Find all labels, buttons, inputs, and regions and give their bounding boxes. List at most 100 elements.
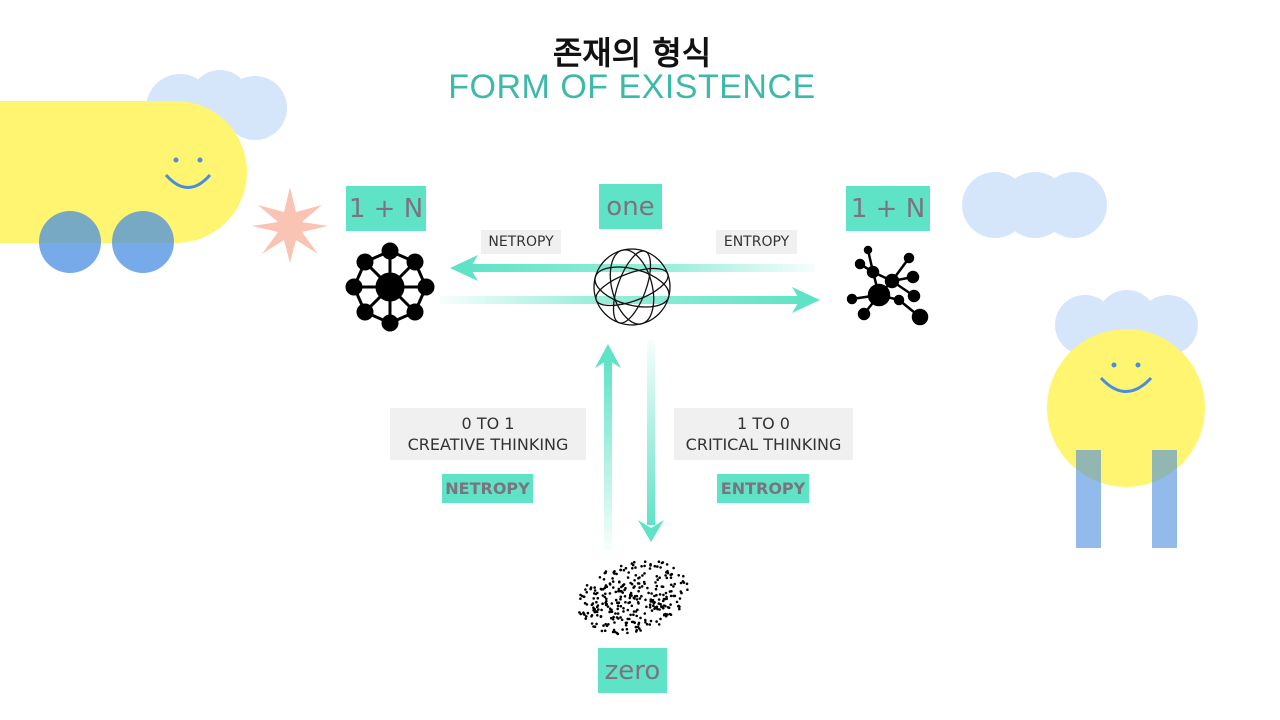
dot: [601, 602, 604, 605]
dot: [652, 604, 655, 608]
dot: [605, 597, 608, 601]
dot: [634, 574, 638, 577]
left-yellow-character: [0, 101, 247, 243]
dot: [613, 621, 616, 624]
right-wheel: [112, 211, 174, 273]
dot: [682, 574, 685, 578]
dot: [616, 607, 619, 611]
dot: [637, 621, 641, 625]
dot: [654, 606, 657, 609]
dot: [585, 615, 588, 618]
netropy-arrow-label: NETROPY: [481, 230, 561, 254]
dot: [648, 606, 652, 609]
dot: [646, 586, 649, 590]
dot: [608, 610, 612, 613]
dot: [578, 611, 581, 614]
dot: [677, 604, 680, 608]
dot: [615, 572, 618, 576]
dot: [637, 582, 641, 585]
left-node-label: 1 + N: [346, 186, 426, 231]
dot: [669, 603, 672, 606]
dot: [655, 584, 659, 588]
dot: [631, 567, 634, 570]
dot: [593, 625, 597, 628]
dot: [610, 616, 613, 620]
entropy-arrow: [440, 287, 820, 313]
dot: [586, 611, 590, 615]
dot: [604, 601, 607, 605]
dot: [579, 593, 582, 597]
dot: [686, 588, 689, 591]
dot: [677, 574, 680, 577]
dot: [603, 629, 607, 632]
dot: [606, 605, 610, 608]
dot: [611, 630, 615, 634]
dot: [675, 600, 679, 604]
entropy-tag: ENTROPY: [717, 474, 809, 503]
dot: [595, 622, 598, 626]
dot: [672, 566, 675, 570]
dot: [633, 585, 636, 588]
dot: [658, 608, 661, 611]
dot: [608, 582, 612, 585]
dot: [622, 607, 625, 610]
dot: [626, 631, 629, 635]
creative-text: CREATIVE THINKING: [407, 435, 569, 454]
dot: [604, 592, 607, 596]
dot: [657, 560, 661, 563]
dot: [657, 598, 661, 601]
dot: [619, 589, 622, 593]
dot: [629, 613, 632, 617]
dot: [654, 581, 657, 584]
dot: [636, 608, 639, 612]
dot: [599, 615, 603, 618]
dot: [585, 590, 588, 594]
dot: [632, 620, 635, 624]
dot: [616, 601, 620, 605]
dot: [622, 568, 626, 572]
dot: [662, 593, 665, 597]
dot: [653, 594, 656, 598]
dot: [633, 560, 636, 564]
dot: [664, 591, 668, 595]
dot: [649, 619, 653, 623]
dot: [643, 612, 647, 615]
dot: [639, 629, 642, 632]
dot: [603, 586, 607, 590]
dot: [622, 610, 625, 613]
dot: [642, 580, 646, 584]
dot: [611, 618, 615, 621]
left-smile-icon: [164, 173, 212, 189]
dot: [590, 622, 594, 625]
dot: [592, 597, 595, 600]
dot: [616, 612, 620, 615]
dot: [624, 566, 628, 570]
dot: [632, 610, 636, 613]
dot: [632, 613, 635, 616]
dot: [648, 567, 652, 570]
dot: [648, 623, 652, 626]
dot: [612, 586, 615, 589]
dot: [644, 621, 647, 624]
dot: [657, 623, 661, 626]
dot: [616, 604, 620, 608]
dot: [612, 628, 616, 632]
right-yellow-character: [1047, 329, 1205, 487]
dot: [656, 578, 659, 581]
dot: [678, 597, 682, 600]
dot: [665, 595, 668, 599]
dot: [664, 614, 668, 618]
dot: [634, 625, 638, 629]
dot: [638, 597, 642, 600]
dot: [604, 622, 607, 626]
dot-cloud-icon: [578, 560, 689, 636]
dot: [593, 589, 597, 592]
dot: [593, 586, 596, 589]
dot: [655, 620, 658, 623]
dot: [644, 598, 647, 602]
netropy-arrow: [450, 255, 815, 281]
dot: [655, 593, 658, 597]
dot: [640, 565, 643, 568]
dot: [648, 603, 652, 606]
